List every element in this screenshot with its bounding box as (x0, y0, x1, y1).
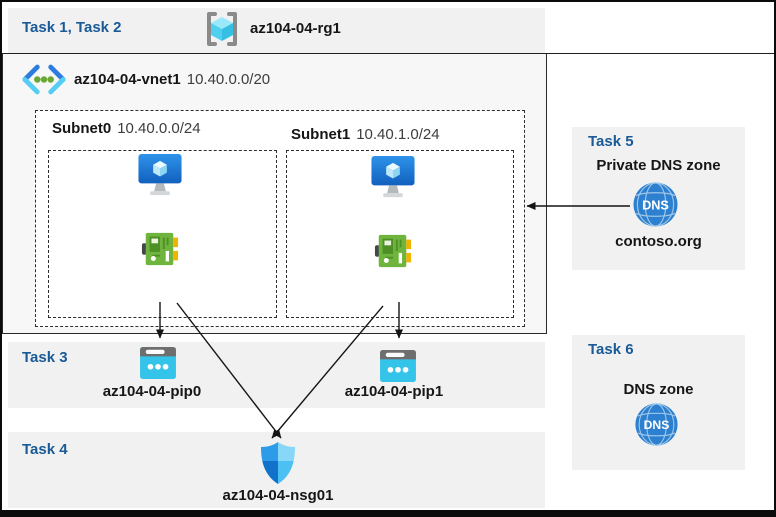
network-interface-icon (141, 230, 179, 268)
resource-group-label: az104-04-rg1 (250, 20, 341, 37)
task5-zone-name: contoso.org (615, 233, 702, 250)
task1-2-band (8, 8, 545, 53)
task6-box (572, 335, 745, 470)
network-security-group-shield-icon (259, 441, 297, 485)
public-ip-icon (139, 346, 177, 380)
dns-icon-text: DNS (644, 418, 670, 432)
task5-title: Private DNS zone (596, 157, 721, 174)
dns-icon: DNS (634, 402, 679, 447)
subnets-container (35, 110, 525, 327)
subnet1-name: Subnet1 (291, 126, 351, 143)
network-interface-icon (374, 232, 412, 270)
top-divider (0, 53, 776, 54)
nsg-label: az104-04-nsg01 (222, 487, 334, 504)
vnet-name: az104-04-vnet1 (74, 71, 181, 88)
pip1-label: az104-04-pip1 (344, 383, 444, 400)
virtual-machine-icon (370, 155, 416, 202)
virtual-network-icon (22, 63, 66, 96)
vnet-cidr: 10.40.0.0/20 (186, 71, 271, 88)
task6-heading: Task 6 (588, 341, 634, 358)
subnet1-cidr: 10.40.1.0/24 (356, 126, 440, 143)
dns-icon: DNS (632, 181, 679, 228)
task5-heading: Task 5 (588, 133, 634, 150)
dns-icon-text: DNS (642, 197, 669, 212)
subnet1-box (286, 150, 514, 318)
virtual-machine-icon (137, 153, 183, 200)
task6-title: DNS zone (623, 381, 694, 398)
subnet0-title: Subnet0 10.40.0.0/24 (52, 120, 201, 137)
subnet1-title: Subnet1 10.40.1.0/24 (291, 126, 440, 143)
subnet0-name: Subnet0 (52, 120, 112, 137)
pip0-label: az104-04-pip0 (102, 383, 202, 400)
subnet0-box (48, 150, 277, 318)
task3-heading: Task 3 (22, 349, 68, 366)
subnet0-cidr: 10.40.0.0/24 (117, 120, 201, 137)
public-ip-icon (379, 349, 417, 383)
task1-2-heading: Task 1, Task 2 (22, 19, 122, 36)
task4-heading: Task 4 (22, 441, 68, 458)
resource-group-icon (202, 9, 242, 49)
vnet-title: az104-04-vnet1 10.40.0.0/20 (74, 71, 270, 88)
